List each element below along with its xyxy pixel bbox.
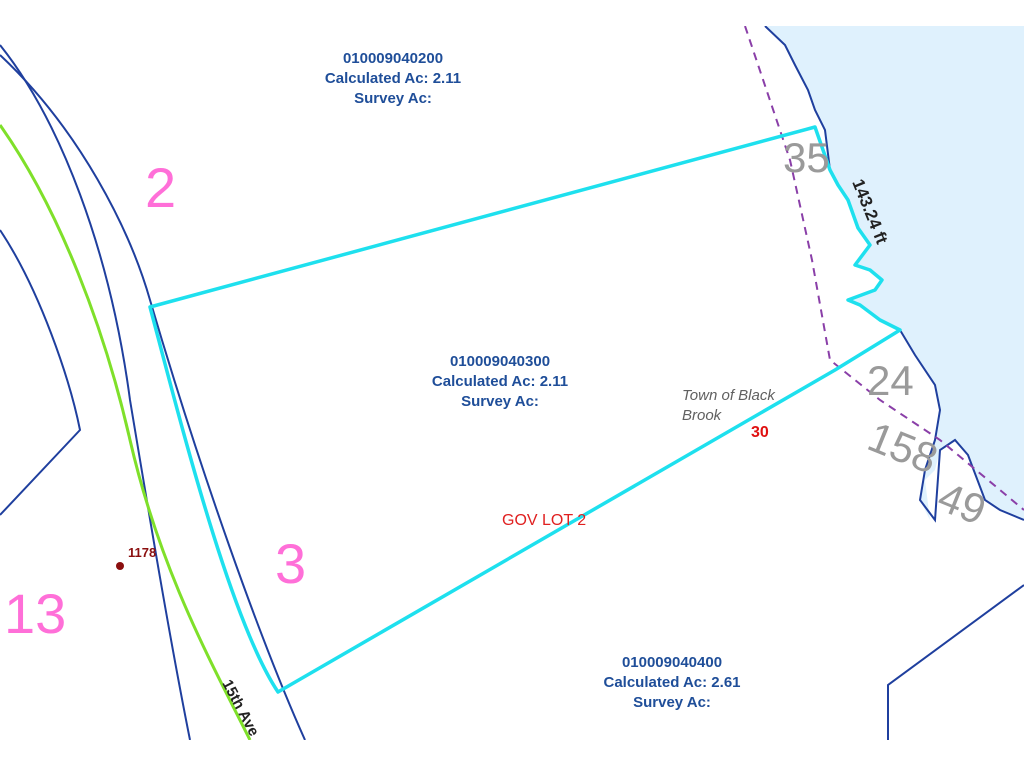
address-number: 1178 xyxy=(128,545,156,560)
road-edge-west xyxy=(0,44,191,740)
town-label: Town of Black Brook xyxy=(682,387,776,424)
address-point[interactable] xyxy=(116,562,124,570)
section-number-2: 2 xyxy=(145,156,176,219)
parcel-label-040200[interactable]: 010009040200 Calculated Ac: 2.11 Survey … xyxy=(325,50,461,107)
lot-number-24: 24 xyxy=(867,357,914,404)
township-line xyxy=(744,26,1024,511)
svg-text:Town of Black: Town of Black xyxy=(682,387,776,404)
svg-text:Survey Ac:: Survey Ac: xyxy=(461,393,539,410)
lot-number-35: 35 xyxy=(783,134,830,181)
parcel-boundary-west xyxy=(0,229,82,516)
svg-text:010009040300: 010009040300 xyxy=(450,353,550,370)
parcel-boundary-east xyxy=(887,584,1024,740)
svg-text:Survey Ac:: Survey Ac: xyxy=(633,694,711,711)
svg-text:Survey Ac:: Survey Ac: xyxy=(354,90,432,107)
gov-lot-label: GOV LOT 2 xyxy=(502,512,586,529)
svg-text:Calculated Ac: 2.11: Calculated Ac: 2.11 xyxy=(432,373,568,390)
lake-water xyxy=(765,26,1024,520)
parcel-boundary-shore-south xyxy=(899,329,1024,523)
svg-text:010009040400: 010009040400 xyxy=(622,654,722,671)
svg-text:010009040200: 010009040200 xyxy=(343,50,443,67)
road-name-label: 15th Ave xyxy=(218,677,262,739)
svg-text:Calculated Ac: 2.61: Calculated Ac: 2.61 xyxy=(604,674,741,691)
parcel-label-040300[interactable]: 010009040300 Calculated Ac: 2.11 Survey … xyxy=(432,353,568,410)
section-number-3: 3 xyxy=(275,532,306,595)
svg-text:Brook: Brook xyxy=(682,407,723,424)
road-centerline xyxy=(0,124,252,740)
parcel-label-040400[interactable]: 010009040400 Calculated Ac: 2.61 Survey … xyxy=(604,654,741,711)
selected-parcel-boundary[interactable] xyxy=(148,125,902,694)
parcel-boundary-shore xyxy=(764,26,831,171)
section-number-13: 13 xyxy=(4,582,66,645)
road-edge-east xyxy=(0,54,306,740)
section-label-30: 30 xyxy=(751,424,769,441)
svg-text:Calculated Ac: 2.11: Calculated Ac: 2.11 xyxy=(325,70,461,87)
